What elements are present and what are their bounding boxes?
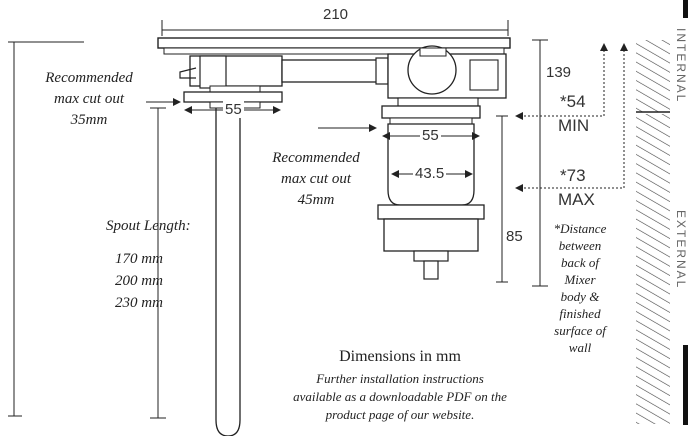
wall-edge-bar-bottom [683,345,688,425]
body-diameter-label: 43.5 [413,165,447,182]
connecting-pipe [281,59,379,83]
spout-length-list: 170 mm 200 mm 230 mm [115,251,163,311]
cutout-center-note: Recommended max cut out 45mm [272,150,360,208]
depth-top-label: 139 [546,64,572,81]
min-value-label: *54 [560,92,586,111]
wall-edge-bar-top [683,0,688,18]
max-value-label: *73 [560,166,586,185]
max-label: MAX [558,190,595,209]
left-flange-label: 55 [223,101,244,118]
right-flange [381,105,481,119]
cutout-left-note: Recommended max cut out 35mm [45,70,133,128]
min-label: MIN [558,116,590,135]
dimensions-title: Dimensions in mm [339,348,461,365]
wall-hatch-top [636,40,670,112]
spout-length-title: Spout Length: [106,218,191,234]
mounting-plate [157,37,511,49]
overall-width-label: 210 [323,6,349,23]
max-leader [515,43,628,192]
spout [215,108,241,436]
mixer-valve-knob [407,45,457,95]
wall-hatch-lower [636,114,670,424]
side-internal-label: INTERNAL [674,28,688,104]
side-external-label: EXTERNAL [674,210,688,290]
instructions-note: Further installation instructions availa… [293,371,507,422]
distance-note: *Distance between back of Mixer body & f… [553,221,607,355]
right-flange-label: 55 [420,127,441,144]
depth-lower-label: 85 [506,228,523,245]
